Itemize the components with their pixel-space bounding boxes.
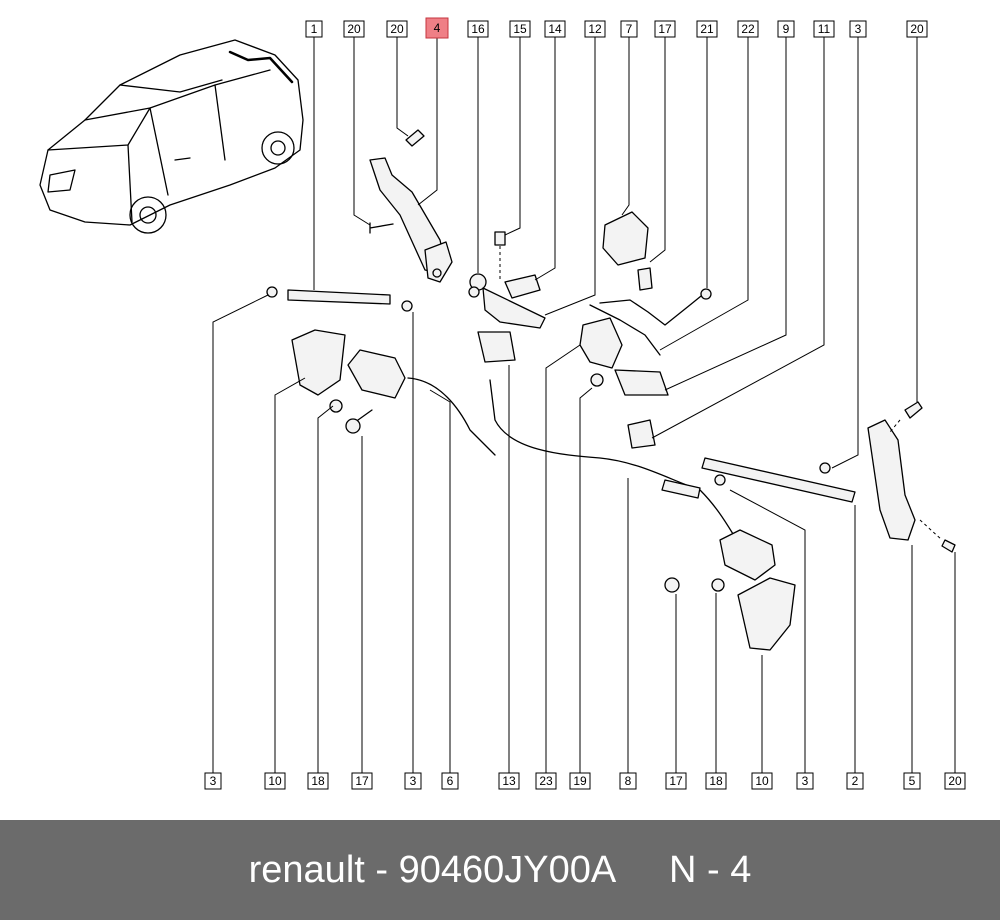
callout-13: 13	[498, 772, 520, 790]
callout-3: 3	[849, 20, 867, 38]
callout-18: 18	[307, 772, 329, 790]
parts-diagram: 1 20 20 4 16 15 14 12 7 17 21 22 9 11 3 …	[39, 17, 966, 790]
footer-spacer	[616, 849, 669, 892]
callout-16: 16	[467, 20, 489, 38]
svg-text:20: 20	[347, 22, 361, 36]
callout-17: 17	[351, 772, 373, 790]
svg-text:15: 15	[513, 22, 527, 36]
callout-7: 7	[620, 20, 638, 38]
svg-text:4: 4	[434, 21, 441, 35]
svg-text:7: 7	[626, 22, 633, 36]
leader-lines	[212, 37, 956, 773]
svg-text:2: 2	[852, 774, 859, 788]
svg-text:17: 17	[355, 774, 369, 788]
svg-text:17: 17	[658, 22, 672, 36]
svg-text:23: 23	[539, 774, 553, 788]
svg-text:3: 3	[410, 774, 417, 788]
svg-text:12: 12	[588, 22, 602, 36]
callout-22: 22	[737, 20, 759, 38]
callout-20: 20	[944, 772, 966, 790]
callout-10: 10	[751, 772, 773, 790]
callout-1: 1	[305, 20, 323, 38]
callout-19: 19	[569, 772, 591, 790]
callout-6: 6	[441, 772, 459, 790]
svg-text:20: 20	[948, 774, 962, 788]
footer-caption: renault - 90460JY00A N - 4	[0, 820, 1000, 920]
callout-2: 2	[846, 772, 864, 790]
svg-text:10: 10	[268, 774, 282, 788]
svg-text:3: 3	[855, 22, 862, 36]
callout-reference-text: N - 4	[669, 848, 752, 891]
callout-23: 23	[535, 772, 557, 790]
callout-18: 18	[705, 772, 727, 790]
callout-10: 10	[264, 772, 286, 790]
callout-21: 21	[696, 20, 718, 38]
svg-text:22: 22	[741, 22, 755, 36]
callout-11: 11	[813, 20, 835, 38]
svg-text:6: 6	[447, 774, 454, 788]
svg-text:19: 19	[573, 774, 587, 788]
callout-3: 3	[204, 772, 222, 790]
callout-15: 15	[509, 20, 531, 38]
svg-text:5: 5	[909, 774, 916, 788]
svg-text:21: 21	[700, 22, 714, 36]
bottom-callouts: 3 10 18 17 3 6 13 23 19 8 17 18 10 3 2 5…	[204, 772, 966, 790]
callout-17: 17	[654, 20, 676, 38]
svg-text:13: 13	[502, 774, 516, 788]
svg-text:11: 11	[818, 22, 831, 36]
svg-text:14: 14	[548, 22, 562, 36]
callout-12: 12	[584, 20, 606, 38]
callout-9: 9	[777, 20, 795, 38]
callout-20: 20	[386, 20, 408, 38]
callout-8: 8	[619, 772, 637, 790]
vehicle-illustration	[39, 39, 304, 234]
callout-20: 20	[343, 20, 365, 38]
svg-text:20: 20	[390, 22, 404, 36]
svg-text:8: 8	[625, 774, 632, 788]
callout-17: 17	[665, 772, 687, 790]
svg-text:18: 18	[709, 774, 723, 788]
callout-4-highlighted: 4	[425, 17, 449, 39]
top-callouts: 1 20 20 4 16 15 14 12 7 17 21 22 9 11 3 …	[305, 17, 928, 39]
svg-text:20: 20	[910, 22, 924, 36]
svg-text:1: 1	[311, 22, 318, 36]
svg-text:16: 16	[471, 22, 485, 36]
parts	[266, 129, 956, 651]
callout-5: 5	[903, 772, 921, 790]
callout-14: 14	[544, 20, 566, 38]
callout-20: 20	[906, 20, 928, 38]
svg-text:10: 10	[755, 774, 769, 788]
svg-text:17: 17	[669, 774, 683, 788]
callout-3: 3	[796, 772, 814, 790]
callout-3: 3	[404, 772, 422, 790]
svg-text:18: 18	[311, 774, 325, 788]
svg-text:9: 9	[783, 22, 790, 36]
svg-text:3: 3	[210, 774, 217, 788]
part-number-text: renault - 90460JY00A	[248, 848, 617, 891]
svg-text:3: 3	[802, 774, 809, 788]
